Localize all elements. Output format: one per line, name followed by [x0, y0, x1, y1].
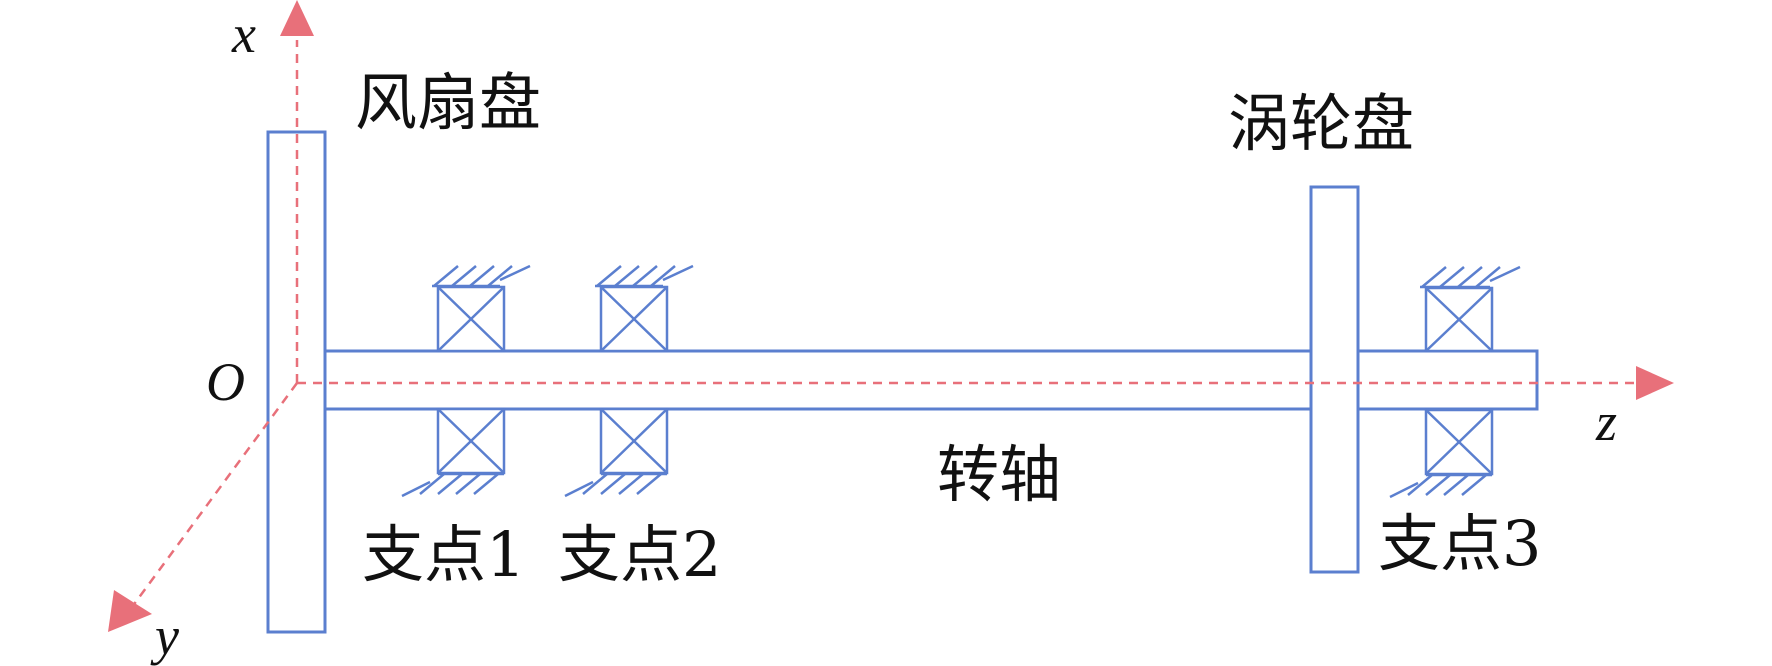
shaft-label: 转轴 — [937, 438, 1061, 511]
support-1-label: 支点1 — [362, 518, 525, 591]
y-axis — [130, 382, 299, 608]
support-3-upper-bearing — [1420, 265, 1521, 353]
support-1-upper-bearing — [432, 264, 531, 353]
support-1-lower-bearing — [401, 407, 506, 498]
x-axis-arrow — [280, 0, 314, 36]
turbine-disk — [1309, 185, 1360, 574]
fan-disk-label: 风扇盘 — [355, 66, 541, 139]
support-2-lower-bearing — [564, 407, 669, 498]
z-axis-label: z — [1595, 392, 1617, 452]
support-2-upper-bearing — [595, 264, 694, 353]
y-axis-arrow — [108, 590, 152, 632]
y-axis-label: y — [150, 606, 179, 666]
turbine-disk-label: 涡轮盘 — [1228, 87, 1414, 160]
x-axis-label: x — [231, 4, 256, 64]
origin-label: O — [206, 352, 245, 412]
support-3-label: 支点3 — [1378, 507, 1541, 580]
support-3-lower-bearing — [1389, 408, 1494, 499]
support-2-label: 支点2 — [558, 518, 721, 591]
z-axis-arrow — [1636, 366, 1674, 400]
